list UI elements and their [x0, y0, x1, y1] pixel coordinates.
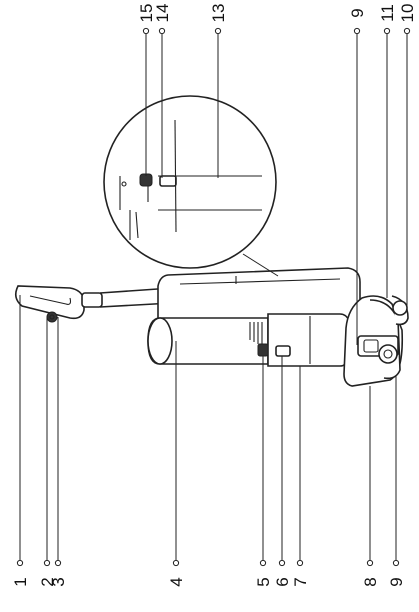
callout-3: 3 [49, 577, 68, 586]
clean-water-tank [147, 317, 269, 365]
callout-1: 1 [11, 577, 30, 586]
callout-11: 11 [378, 4, 397, 22]
power-button [46, 311, 58, 323]
tank-release-button [275, 345, 291, 357]
callout-4: 4 [167, 577, 186, 586]
callout-10: 10 [398, 4, 417, 23]
callout-2: 2 [38, 577, 57, 586]
callout-9-bottom: 9 [387, 577, 406, 586]
leader-lines-bottom [16, 295, 400, 567]
handle [14, 285, 103, 323]
callout-15: 15 [137, 4, 156, 23]
callout-labels-top: 15 14 13 9 11 10 [137, 4, 417, 23]
callout-13: 13 [209, 4, 228, 23]
floor-head [343, 295, 409, 387]
detail-magnifier [103, 95, 279, 277]
callout-7: 7 [291, 577, 310, 586]
callout-8: 8 [361, 577, 380, 586]
callout-labels-bottom: 1 2 3 4 5 6 7 8 9 [11, 577, 406, 586]
callout-5: 5 [254, 577, 273, 586]
tank-release-latch [257, 343, 269, 357]
callout-14: 14 [153, 4, 172, 23]
dirty-water-tank [267, 313, 353, 367]
callout-9-top: 9 [348, 8, 367, 17]
callout-6: 6 [273, 577, 292, 586]
leader-lines-top [142, 27, 411, 345]
